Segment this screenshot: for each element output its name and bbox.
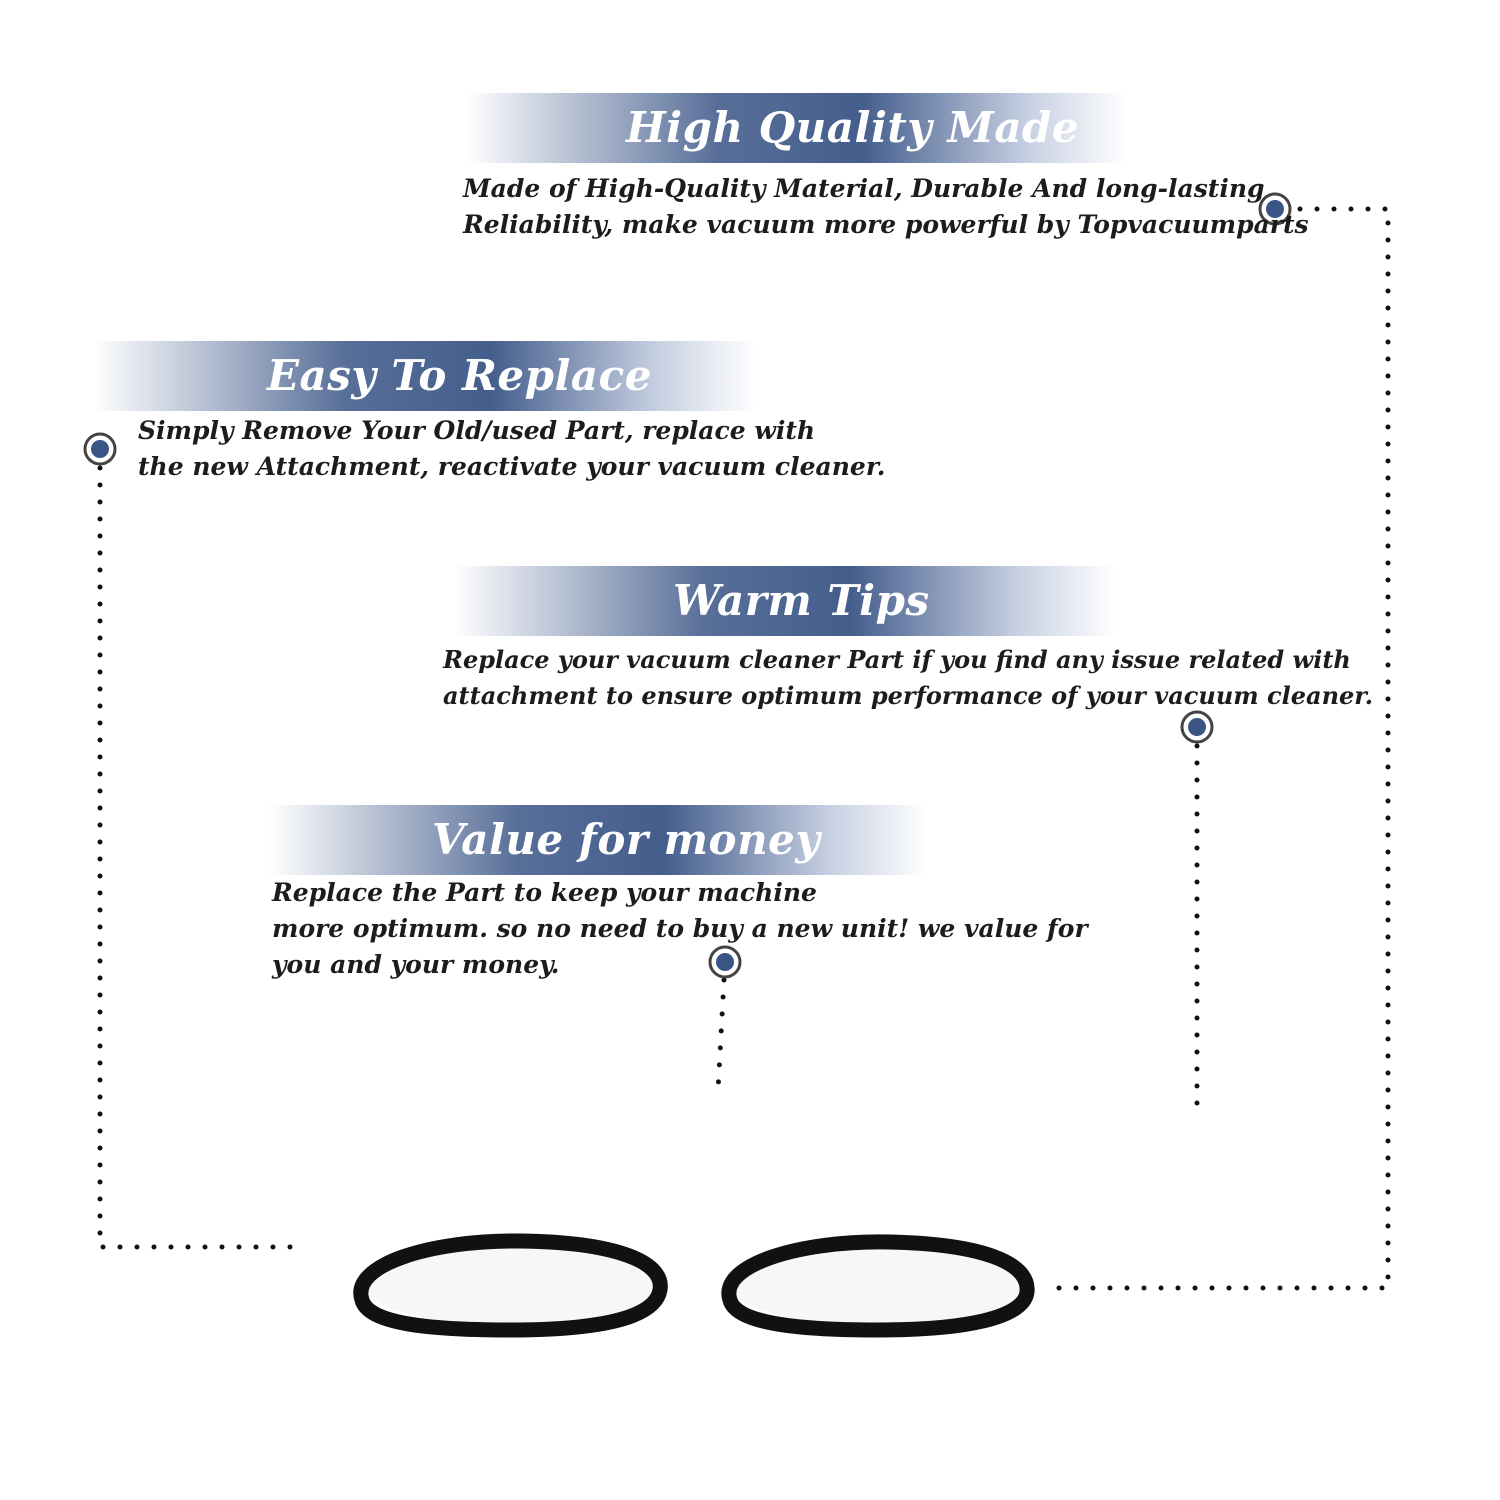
description-line: Simply Remove Your Old/used Part, replac… (138, 416, 816, 445)
description-line: Replace the Part to keep your machine (272, 878, 817, 907)
description-line: Made of High-Quality Material, Durable A… (463, 174, 1265, 203)
feature-title: Easy To Replace (267, 351, 652, 400)
description-line: attachment to ensure optimum performance… (443, 681, 1374, 710)
feature-title: Value for money (432, 815, 821, 864)
target-dot-icon (1180, 710, 1214, 744)
target-dot-icon (1258, 192, 1292, 226)
feature-title: High Quality Made (626, 103, 1080, 152)
target-dot-icon (83, 432, 117, 466)
target-dot-icon (708, 945, 742, 979)
banner-high-quality: High Quality Made (466, 93, 1126, 163)
description-line: Reliability, make vacuum more powerful b… (463, 210, 1309, 239)
description-line: more optimum. so no need to buy a new un… (272, 914, 1088, 943)
description-line: the new Attachment, reactivate your vacu… (138, 452, 886, 481)
vacuum-belt-icon (721, 1234, 1035, 1338)
banner-value-money: Value for money (268, 805, 928, 875)
banner-warm-tips: Warm Tips (455, 566, 1115, 636)
feature-title: Warm Tips (673, 576, 930, 625)
banner-easy-replace: Easy To Replace (95, 341, 755, 411)
description-line: Replace your vacuum cleaner Part if you … (443, 645, 1351, 674)
connector-line-easy-replace (97, 465, 299, 1250)
feature-description: Simply Remove Your Old/used Part, replac… (138, 413, 885, 485)
feature-description: Made of High-Quality Material, Durable A… (463, 171, 1309, 243)
feature-description: Replace the Part to keep your machine mo… (272, 875, 1088, 983)
description-line: you and your money. (272, 950, 560, 979)
feature-description: Replace your vacuum cleaner Part if you … (443, 642, 1373, 714)
connector-line-high-quality (1055, 206, 1391, 1291)
connector-line-value (715, 977, 727, 1093)
vacuum-belt-icon (353, 1233, 668, 1338)
